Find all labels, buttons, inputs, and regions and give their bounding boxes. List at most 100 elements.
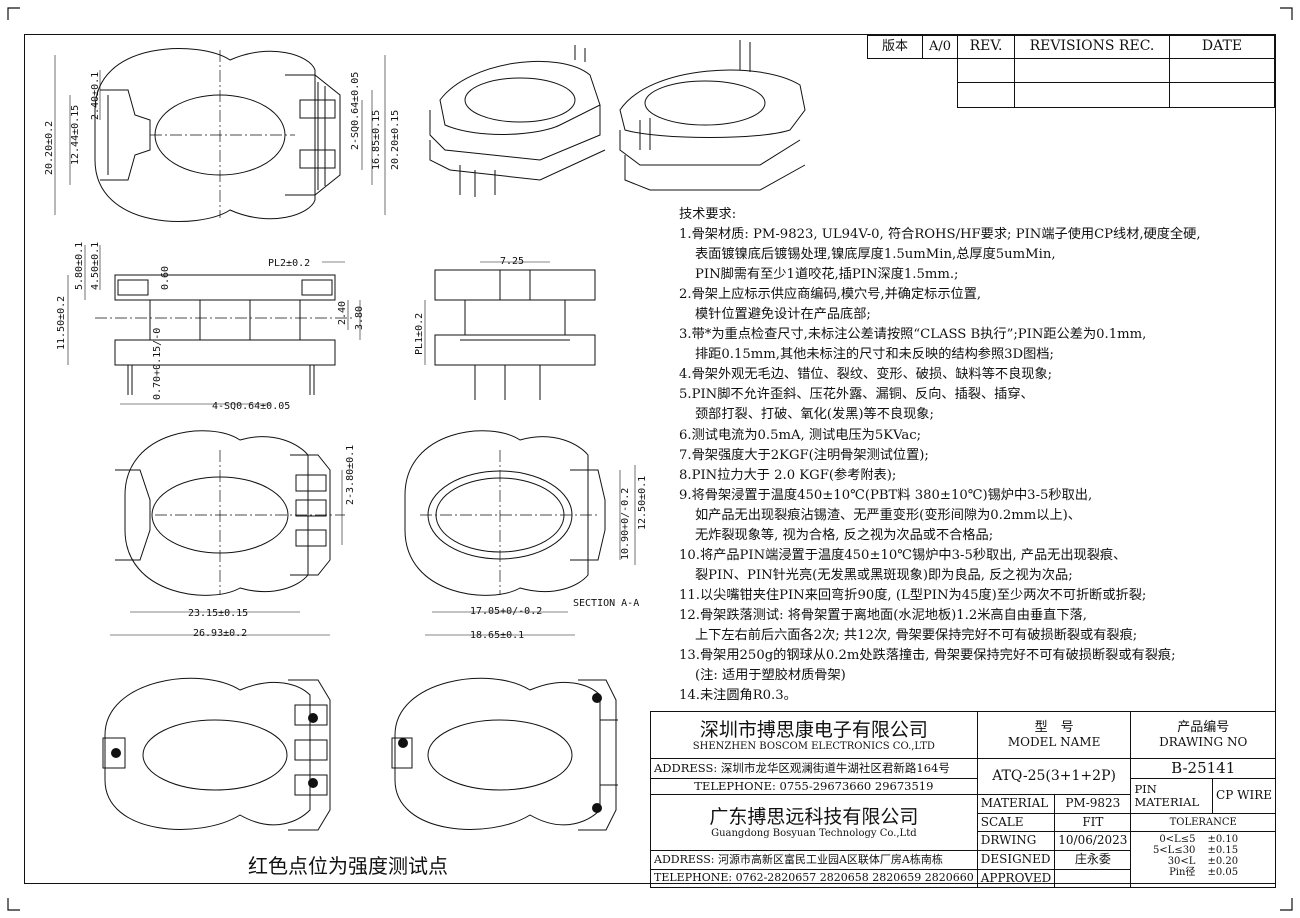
dim-l: 0.70+0.15/-0	[152, 328, 163, 400]
company1-address: ADDRESS: 深圳市龙华区观澜街道牛湖社区君新路164号	[650, 758, 978, 779]
isometric-view-2	[619, 40, 806, 191]
strength-view-right	[391, 677, 618, 831]
dim-v: 10.90+0/-0.2	[620, 488, 631, 560]
tolerance-row: 30<L ±0.20	[1135, 856, 1271, 867]
tolerance-row: Pin径 ±0.05	[1135, 867, 1271, 878]
tolerance-range: 30<L	[1167, 856, 1196, 867]
strength-note: 红色点位为强度测试点	[248, 854, 448, 878]
dim-q: 23.15±0.15	[188, 608, 248, 619]
requirement-line: 8.PIN拉力大于 2.0 KGF(参考附表);	[679, 467, 897, 483]
side-view	[114, 274, 336, 395]
requirement-line: 12.骨架跌落测试: 将骨架置于离地面(水泥地板)1.2米高自由垂直下落,	[679, 607, 1087, 623]
requirement-line: 颈部打裂、打破、氧化(发黑)等不良现象;	[695, 407, 934, 423]
dim-d: 2-SQ0.64±0.05	[350, 72, 361, 150]
technical-requirements: 技术要求: 1.骨架材质: PM-9823, UL94V-0, 符合ROHS/H…	[679, 205, 1269, 706]
edition-label: 版本	[867, 35, 923, 59]
tolerance-value: ±0.20	[1207, 856, 1239, 867]
requirement-line: 上下左右前后六面各2次; 共12次, 骨架要保持完好不可有破损断裂或有裂痕;	[695, 627, 1138, 643]
company1-telephone: TELEPHONE: 0755-29673660 29673519	[650, 778, 978, 795]
front-view	[434, 269, 596, 400]
company2-name-en: Guangdong Bosyuan Technology Co.,Ltd	[711, 828, 917, 839]
section-label: SECTION A-A	[573, 598, 639, 609]
tolerance-value: ±0.05	[1207, 867, 1239, 878]
requirement-line: 6.测试电流为0.5mA, 测试电压为5KVac;	[679, 427, 922, 443]
dim-e: 16.85±0.15	[371, 110, 382, 170]
tolerance-row: 5<L≤30±0.15	[1135, 845, 1271, 856]
requirement-line: 表面镀镍底后镀锡处理,镍底厚度1.5umMin,总厚度5umMin,	[695, 247, 1056, 263]
dim-w: 12.50±0.1	[637, 476, 648, 530]
tolerance-range: Pin径	[1169, 867, 1196, 878]
isometric-view-1	[429, 45, 606, 197]
material-value: PM-9823	[1054, 794, 1132, 814]
tolerance-value: ±0.10	[1207, 834, 1239, 845]
model-value: ATQ-25(3+1+2P)	[976, 758, 1132, 795]
requirement-line: 3.带*为重点检查尺寸,未标注公差请按照“CLASS B执行”;PIN距公差为0…	[679, 327, 1147, 343]
requirement-line: 4.骨架外观无毛边、错位、裂纹、变形、破损、缺料等不良现象;	[679, 367, 1053, 383]
company2-telephone: TELEPHONE: 0762-2820657 2820658 2820659 …	[650, 869, 978, 888]
requirement-line: 7.骨架强度大于2KGF(注明骨架测试位置);	[679, 447, 929, 463]
requirement-line: 如产品无出现裂痕沾锡渣、无严重变形(变形间隙为0.2mm以上)、	[695, 507, 1081, 523]
dim-o: 3.80	[354, 306, 365, 330]
pin-material-label: PIN MATERIAL	[1130, 778, 1214, 814]
tolerance-range: 5<L≤30	[1152, 845, 1196, 856]
dim-s: 2-3.80±0.1	[345, 445, 356, 505]
requirement-line: 1.骨架材质: PM-9823, UL94V-0, 符合ROHS/HF要求; P…	[679, 227, 1201, 243]
requirement-line: 5.PIN脚不允许歪斜、压花外露、漏铜、反向、插裂、插穿、	[679, 387, 1034, 403]
pin-material-value: CP WIRE	[1212, 778, 1276, 814]
company2-address: ADDRESS: 河源市高新区富民工业园A区联体厂房A栋南栋	[650, 850, 978, 870]
dim-f: 20.20±0.15	[390, 110, 401, 170]
drawing-label-en: DRAWING NO	[1159, 734, 1248, 749]
title-block: 深圳市搏思康电子有限公司 SHENZHEN BOSCOM ELECTRONICS…	[650, 711, 1276, 888]
tolerance-range: 0<L≤5	[1159, 834, 1196, 845]
requirement-line: 排距0.15mm,其他未标注的尺寸和未反映的结构参照3D图档;	[695, 347, 1054, 363]
approved-value	[1054, 869, 1132, 888]
drwing-label: DRWING	[976, 831, 1056, 851]
requirement-line: PIN脚需有至少1道咬花,插PIN深度1.5mm.;	[695, 267, 959, 283]
dim-n: 2.40	[337, 301, 348, 325]
requirement-line: 9.将骨架浸置于温度450±10℃(PBT料 380±10℃)锡炉中3-5秒取出…	[679, 487, 1093, 503]
dim-c: 2.40±0.1	[90, 72, 101, 120]
section-view	[404, 430, 606, 596]
scale-value: FIT	[1054, 813, 1132, 832]
dim-m: 4-SQ0.64±0.05	[212, 401, 290, 412]
drawing-frame	[24, 34, 1276, 884]
company1-name-cn: 深圳市搏思康电子有限公司	[699, 718, 928, 741]
dim-j: 4.50±0.1	[90, 242, 101, 290]
dim-pl2: PL2±0.2	[268, 258, 310, 269]
requirement-line: 14.未注圆角R0.3。	[679, 688, 797, 704]
drawing-label-cn: 产品编号	[1177, 720, 1230, 736]
drawing-value: B-25141	[1130, 758, 1276, 779]
dim-k: 0.60	[160, 266, 171, 290]
dim-u: 18.65±0.1	[470, 630, 524, 641]
date-label: DATE	[1169, 35, 1275, 59]
dim-r: 26.93±0.2	[193, 628, 247, 639]
model-label-en: MODEL NAME	[1007, 734, 1101, 749]
dim-h: 11.50±0.2	[56, 296, 67, 350]
bottom-view	[115, 430, 331, 596]
requirement-line: 无炸裂现象等, 视为合格, 反之视为次品或不合格品;	[695, 527, 994, 543]
requirements-title: 技术要求:	[679, 207, 737, 222]
requirement-line: 13.骨架用250g的钢球从0.2m处跌落撞击, 骨架要保持完好不可有破损断裂或…	[679, 648, 1176, 664]
model-label-cn: 型 号	[1034, 720, 1074, 736]
strength-view-left	[102, 677, 331, 831]
company1-name-en: SHENZHEN BOSCOM ELECTRONICS CO.,LTD	[692, 740, 935, 752]
dim-p: 7.25	[500, 256, 524, 267]
rev-label: REV.	[957, 35, 1015, 59]
dim-i: 5.80±0.1	[74, 242, 85, 290]
requirement-line: 裂PIN、PIN针光亮(无发黑或黑斑现象)即为良品, 反之视为次品;	[695, 567, 1073, 583]
revision-table: 版本 A/0 REV. REVISIONS REC. DATE	[867, 35, 1275, 108]
company2-name-cn: 广东搏思远科技有限公司	[709, 806, 919, 828]
dim-a: 20.20±0.2	[44, 121, 55, 175]
dim-t: 17.05+0/-0.2	[470, 606, 542, 617]
designed-value: 庄永委	[1054, 850, 1132, 870]
dim-b: 12.44±0.15	[70, 105, 81, 165]
requirement-line: 11.以尖嘴钳夹住PIN来回弯折90度, (L型PIN为45度)至少两次不可折断…	[679, 587, 1147, 603]
dim-pl1: PL1±0.2	[414, 313, 425, 355]
edition-value: A/0	[922, 35, 958, 59]
strength-test-points	[111, 693, 602, 813]
requirement-line: 10.将产品PIN端浸置于温度450±10℃锡炉中3-5秒取出, 产品无出现裂痕…	[679, 547, 1127, 563]
tolerance-row: 0<L≤5 ±0.10	[1135, 834, 1271, 845]
requirement-line: (注: 适用于塑胶材质骨架)	[695, 668, 846, 684]
